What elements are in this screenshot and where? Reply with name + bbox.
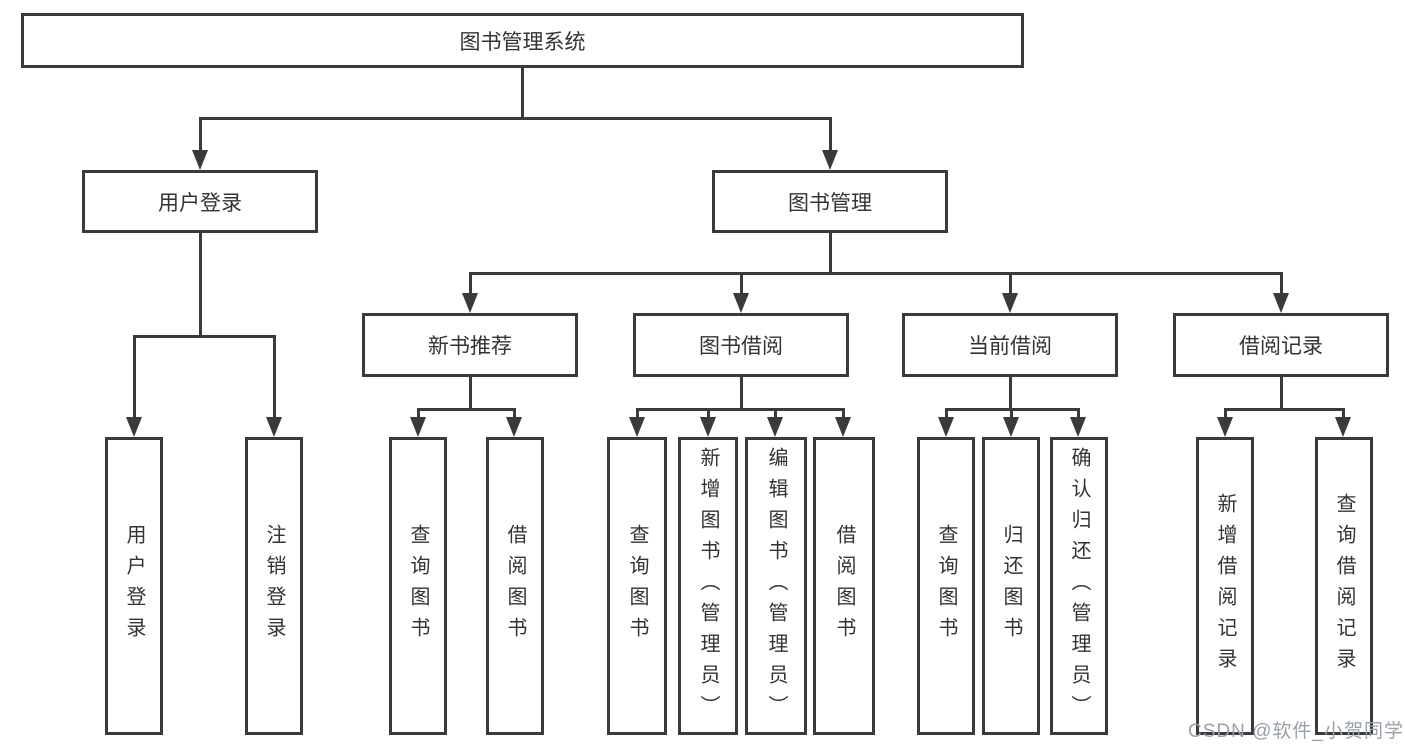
node-book-borrowing: 图书借阅 bbox=[633, 313, 849, 377]
arrowhead-icon bbox=[506, 417, 522, 437]
leaf-label: 用户登录 bbox=[123, 524, 145, 648]
leaf-label: 编辑图书（管理员） bbox=[765, 446, 787, 726]
connector-line bbox=[133, 335, 136, 419]
arrowhead-icon bbox=[410, 417, 426, 437]
leaf-confirm-return-admin: 确认归还（管理员） bbox=[1050, 437, 1108, 735]
connector-line bbox=[1280, 377, 1283, 408]
leaf-label: 查询借阅记录 bbox=[1333, 493, 1355, 679]
connector-line bbox=[1224, 408, 1345, 411]
arrowhead-icon bbox=[1002, 293, 1018, 313]
leaf-label: 查询图书 bbox=[935, 524, 957, 648]
connector-line bbox=[469, 272, 1283, 275]
arrowhead-icon bbox=[767, 417, 783, 437]
connector-line bbox=[1010, 408, 1013, 419]
leaf-query-books-recommend: 查询图书 bbox=[389, 437, 447, 735]
arrowhead-icon bbox=[700, 417, 716, 437]
leaf-label: 确认归还（管理员） bbox=[1068, 446, 1090, 726]
connector-line bbox=[417, 408, 420, 419]
arrowhead-icon bbox=[1070, 417, 1086, 437]
connector-line bbox=[1224, 408, 1227, 419]
connector-line bbox=[636, 408, 845, 411]
leaf-return-book: 归还图书 bbox=[982, 437, 1040, 735]
leaf-label: 注销登录 bbox=[263, 524, 285, 648]
connector-line bbox=[1077, 408, 1080, 419]
arrowhead-icon bbox=[126, 417, 142, 437]
arrowhead-icon bbox=[1217, 417, 1233, 437]
arrowhead-icon bbox=[1273, 293, 1289, 313]
connector-line bbox=[1009, 377, 1012, 408]
node-library-system: 图书管理系统 bbox=[21, 13, 1024, 68]
connector-line bbox=[469, 272, 472, 295]
leaf-query-books-current: 查询图书 bbox=[917, 437, 975, 735]
connector-line bbox=[199, 117, 202, 153]
leaf-label: 归还图书 bbox=[1000, 524, 1022, 648]
connector-line bbox=[199, 233, 202, 335]
connector-line bbox=[707, 408, 710, 419]
node-book-management: 图书管理 bbox=[712, 170, 948, 233]
leaf-label: 借阅图书 bbox=[504, 524, 526, 648]
leaf-label: 查询图书 bbox=[407, 524, 429, 648]
connector-line bbox=[199, 117, 832, 120]
leaf-borrow-books-recommend: 借阅图书 bbox=[486, 437, 544, 735]
connector-line bbox=[740, 377, 743, 408]
connector-line bbox=[829, 117, 832, 153]
arrowhead-icon bbox=[733, 293, 749, 313]
leaf-logout: 注销登录 bbox=[245, 437, 303, 735]
node-borrow-records: 借阅记录 bbox=[1173, 313, 1389, 377]
leaf-query-books-borrow: 查询图书 bbox=[607, 437, 667, 735]
arrowhead-icon bbox=[938, 417, 954, 437]
leaf-label: 查询图书 bbox=[626, 524, 648, 648]
connector-line bbox=[774, 408, 777, 419]
leaf-edit-book-admin: 编辑图书（管理员） bbox=[745, 437, 807, 735]
leaf-label: 借阅图书 bbox=[833, 524, 855, 648]
leaf-add-borrow-record: 新增借阅记录 bbox=[1196, 437, 1254, 735]
arrowhead-icon bbox=[822, 150, 838, 170]
node-user-login: 用户登录 bbox=[82, 170, 318, 233]
arrowhead-icon bbox=[266, 417, 282, 437]
arrowhead-icon bbox=[629, 417, 645, 437]
node-new-book-recommend: 新书推荐 bbox=[362, 313, 578, 377]
connector-line bbox=[829, 233, 832, 272]
connector-line bbox=[945, 408, 948, 419]
leaf-query-borrow-record: 查询借阅记录 bbox=[1315, 437, 1373, 735]
leaf-user-login: 用户登录 bbox=[105, 437, 163, 735]
connector-line bbox=[133, 335, 276, 338]
arrowhead-icon bbox=[192, 150, 208, 170]
connector-line bbox=[1342, 408, 1345, 419]
arrowhead-icon bbox=[1003, 417, 1019, 437]
connector-line bbox=[469, 377, 472, 408]
connector-line bbox=[740, 272, 743, 295]
leaf-add-book-admin: 新增图书（管理员） bbox=[678, 437, 738, 735]
csdn-watermark: CSDN @软件_小贺同学 bbox=[1188, 721, 1404, 742]
connector-line bbox=[1009, 272, 1012, 295]
connector-line bbox=[1280, 272, 1283, 295]
arrowhead-icon bbox=[462, 293, 478, 313]
arrowhead-icon bbox=[835, 417, 851, 437]
leaf-label: 新增图书（管理员） bbox=[697, 446, 719, 726]
node-current-borrowing: 当前借阅 bbox=[902, 313, 1118, 377]
arrowhead-icon bbox=[1335, 417, 1351, 437]
leaf-label: 新增借阅记录 bbox=[1214, 493, 1236, 679]
connector-line bbox=[513, 408, 516, 419]
connector-line bbox=[521, 68, 524, 117]
leaf-borrow-books: 借阅图书 bbox=[813, 437, 875, 735]
connector-line bbox=[842, 408, 845, 419]
connector-line bbox=[636, 408, 639, 419]
connector-line bbox=[417, 408, 516, 411]
connector-line bbox=[273, 335, 276, 419]
